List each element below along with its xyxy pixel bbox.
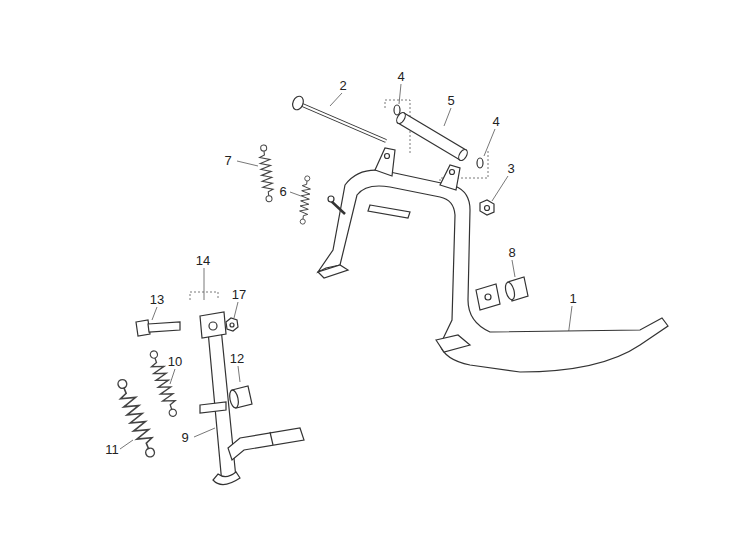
callout-number: 1 [568,292,577,305]
callout-number: 8 [507,246,516,259]
callout-number: 11 [104,443,120,456]
callout-number: 5 [446,94,455,107]
callout-number: 14 [195,254,211,267]
callout-number: 12 [229,352,245,365]
callout-number: 17 [231,288,247,301]
callout-number: 4 [491,115,500,128]
callout-number: 13 [149,293,165,306]
callout-number: 2 [338,79,347,92]
callout-number: 6 [278,185,287,198]
callout-number: 7 [223,154,232,167]
callout-number: 10 [167,355,183,368]
callout-number: 3 [506,162,515,175]
callout-number: 9 [180,431,189,444]
callout-number: 4 [396,70,405,83]
